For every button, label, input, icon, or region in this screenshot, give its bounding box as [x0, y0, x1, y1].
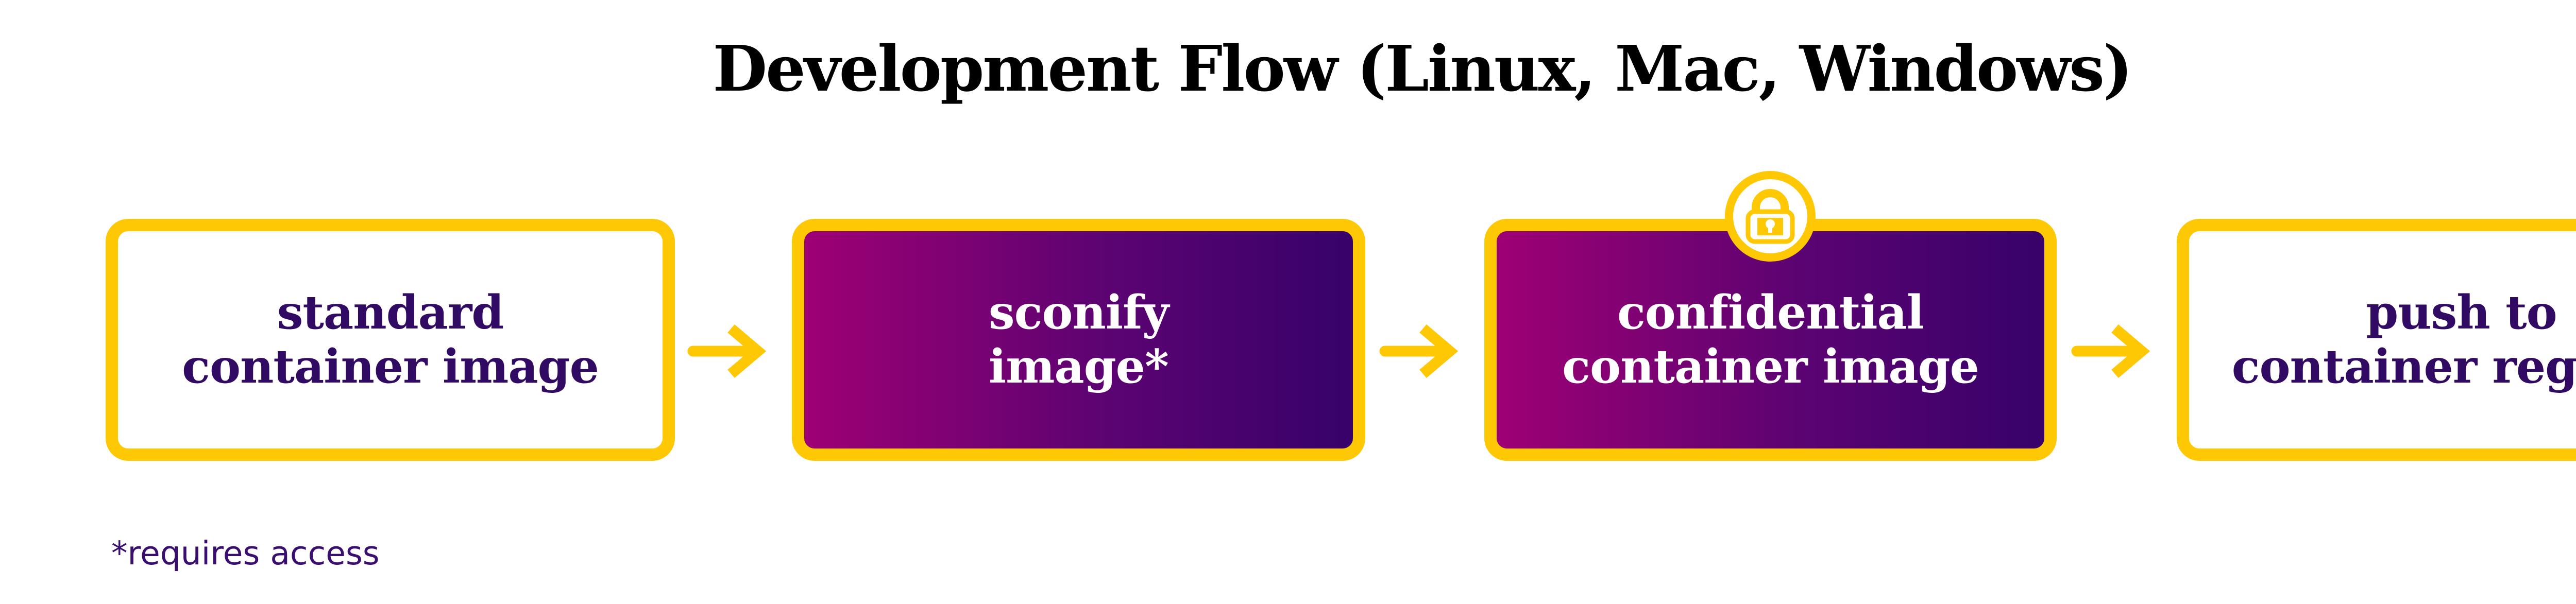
- flow-arrow-icon: [2071, 324, 2150, 378]
- flow-arrow-icon: [1379, 324, 1459, 378]
- node-standard-container-image: standard container image: [106, 219, 675, 461]
- node-sconify-image: sconify image*: [792, 219, 1365, 461]
- node-label-line: container image: [182, 339, 599, 394]
- node-label-line: standard: [277, 285, 504, 340]
- node-label-line: push to: [2366, 285, 2557, 340]
- node-label-line: sconify: [988, 285, 1169, 340]
- node-label-line: confidential: [1617, 285, 1924, 340]
- footnote: *requires access: [111, 534, 380, 572]
- flow-arrow-icon: [687, 324, 767, 378]
- diagram-title: Development Flow (Linux, Mac, Windows): [713, 31, 2132, 106]
- node-label-line: container image: [1562, 339, 1979, 394]
- node-push-to-container-registry: push to container registry: [2177, 219, 2576, 461]
- node-label-line: image*: [989, 339, 1169, 394]
- lock-icon: [1725, 171, 1816, 262]
- node-label-line: container registry: [2231, 339, 2576, 394]
